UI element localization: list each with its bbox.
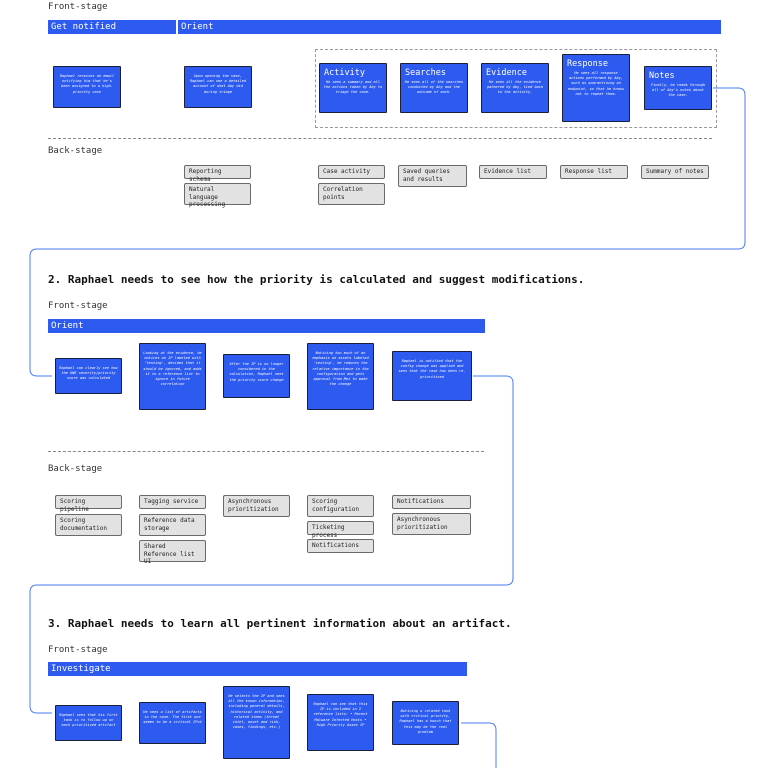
system-chip: Ticketing process <box>307 521 374 539</box>
system-chip: Evidence list <box>479 165 547 179</box>
step-card: Raphael is notified that the config chan… <box>392 351 472 401</box>
section-2-title: 2. Raphael needs to see how the priority… <box>48 273 585 286</box>
step-card: After the IP is no longer considered in … <box>223 354 290 398</box>
step-card: Raphael can clearly see how the ONE seve… <box>55 358 122 394</box>
connector-s3-next <box>461 722 497 768</box>
back-stage-label: Back-stage <box>48 464 103 474</box>
phase-bar-orient: Orient <box>48 319 485 333</box>
system-chip: Asynchronous prioritization <box>223 495 290 517</box>
system-chip: Shared Reference list UI <box>139 540 206 565</box>
system-chip: Scoring configuration <box>307 495 374 517</box>
system-chip: Scoring documentation <box>55 514 122 536</box>
step-card: Looking at the evidence, he notices an I… <box>139 343 206 410</box>
system-chip: Tagging service <box>139 495 206 509</box>
front-stage-label: Front-stage <box>48 301 108 311</box>
step-card: Raphael receives an email notifying him … <box>53 66 121 108</box>
step-card: Upon opening the case, Raphael can see a… <box>184 66 252 108</box>
step-card: He selects the IP and sees all the known… <box>223 686 290 759</box>
system-chip: Summary of notes <box>641 165 709 179</box>
connector-s1-s2 <box>29 87 746 377</box>
system-chip: Reference data storage <box>139 514 206 536</box>
system-chip: Saved queries and results <box>398 165 467 187</box>
system-chip: Reporting schema <box>184 165 251 183</box>
phase-bar-get-notified: Get notified <box>48 20 176 34</box>
system-chip: Response list <box>560 165 628 179</box>
system-chip: Scoring pipeline <box>55 495 122 513</box>
system-chip: Asynchronous prioritization <box>392 513 471 535</box>
back-stage-label: Back-stage <box>48 146 103 156</box>
phase-bar-investigate: Investigate <box>48 662 467 676</box>
connector-s2-s3 <box>29 375 514 714</box>
stage-divider <box>48 138 712 139</box>
stage-divider <box>48 451 484 452</box>
front-stage-label: Front-stage <box>48 645 108 655</box>
step-card: Noticing too much of an emphasis on asse… <box>307 343 374 410</box>
system-chip: Notifications <box>392 495 471 509</box>
detail-group-outline <box>315 49 717 128</box>
step-card: Raphael can see that this IP is included… <box>307 694 374 751</box>
step-card: Noticing a related task with critical pr… <box>392 701 459 745</box>
section-3-title: 3. Raphael needs to learn all pertinent … <box>48 617 512 630</box>
step-card: Raphael sees that his first task is to f… <box>55 705 122 741</box>
system-chip: Correlation points <box>318 183 385 205</box>
step-card: He sees a list of artifacts in the case.… <box>139 702 206 744</box>
system-chip: Natural language processing <box>184 183 251 208</box>
system-chip: Case activity <box>318 165 385 179</box>
system-chip: Notifications <box>307 539 374 553</box>
phase-bar-orient: Orient <box>178 20 721 34</box>
front-stage-label: Front-stage <box>48 2 108 12</box>
